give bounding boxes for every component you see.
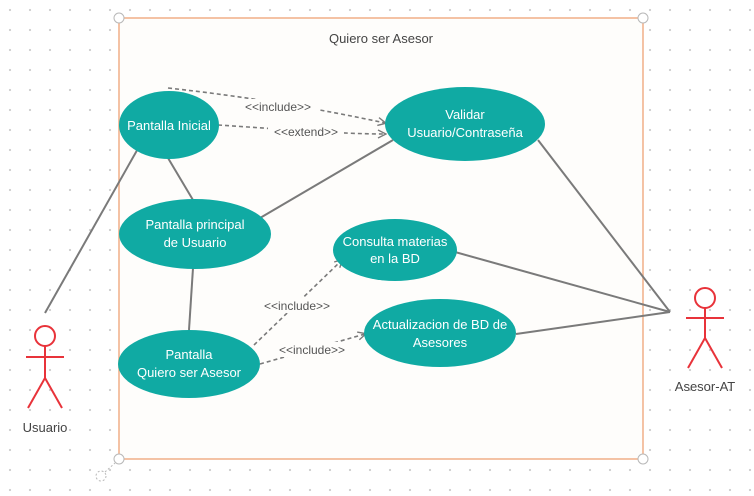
label-bg <box>272 342 352 357</box>
include-label-2: <<include>> <box>264 299 330 313</box>
use-case-label-line-2: Asesores <box>413 335 468 350</box>
label-bg <box>268 124 344 139</box>
association-validar-asesor[interactable] <box>537 139 671 313</box>
actor-name: Usuario <box>23 420 68 435</box>
extend-label: <<extend>> <box>274 125 338 139</box>
use-case-label-line-2: en la BD <box>370 251 420 266</box>
association-usuario-pantalla-inicial[interactable] <box>44 144 141 314</box>
actor-name: Asesor-AT <box>675 379 735 394</box>
rotate-handle[interactable] <box>95 470 107 482</box>
use-case-label-line-2: de Usuario <box>164 235 227 250</box>
use-case-label-line-1: Validar <box>445 107 485 122</box>
stick-figure-icon <box>686 287 724 369</box>
association-actualizacion-asesor[interactable] <box>515 311 671 335</box>
use-case-validar[interactable]: Validar Usuario/Contraseña <box>385 87 545 161</box>
include-quiero-actualizacion[interactable] <box>259 334 365 365</box>
rotate-handle-link <box>104 462 116 473</box>
use-case-pantalla-quiero[interactable]: Pantalla Quiero ser Asesor <box>118 330 260 398</box>
use-case-label-line-2: Quiero ser Asesor <box>137 365 242 380</box>
label-bg <box>238 99 318 114</box>
use-case-consulta[interactable]: Consulta materias en la BD <box>333 219 457 281</box>
resize-handle-top-right[interactable] <box>637 12 649 24</box>
resize-handle-bottom-left[interactable] <box>113 453 125 465</box>
resize-handle-top-left[interactable] <box>113 12 125 24</box>
use-case-label: Pantalla Inicial <box>127 118 211 133</box>
label-bg <box>257 298 337 313</box>
association-consulta-asesor[interactable] <box>454 251 671 313</box>
use-case-label-line-1: Pantalla <box>166 347 214 362</box>
use-case-actualizacion[interactable]: Actualizacion de BD de Asesores <box>364 299 516 367</box>
use-case-pantalla-inicial[interactable]: Pantalla Inicial <box>119 91 219 159</box>
use-case-label-line-2: Usuario/Contraseña <box>407 125 523 140</box>
association-inicial-principal[interactable] <box>167 157 194 201</box>
resize-handle-bottom-right[interactable] <box>637 453 649 465</box>
actor-asesor-at[interactable]: Asesor-AT <box>675 287 735 394</box>
use-case-label-line-1: Pantalla principal <box>145 217 244 232</box>
use-case-label-line-1: Actualizacion de BD de <box>373 317 507 332</box>
use-case-label-line-1: Consulta materias <box>343 234 448 249</box>
include-label-1: <<include>> <box>245 100 311 114</box>
include-quiero-consulta[interactable] <box>253 260 342 346</box>
actor-usuario[interactable]: Usuario <box>23 325 68 435</box>
use-case-pantalla-principal[interactable]: Pantalla principal de Usuario <box>119 199 271 269</box>
association-principal-validar[interactable] <box>259 139 394 219</box>
extend-inicial-validar[interactable] <box>217 124 385 134</box>
include-label-3: <<include>> <box>279 343 345 357</box>
stick-figure-icon <box>26 325 64 409</box>
system-title: Quiero ser Asesor <box>329 31 434 46</box>
association-principal-quiero[interactable] <box>188 267 194 331</box>
